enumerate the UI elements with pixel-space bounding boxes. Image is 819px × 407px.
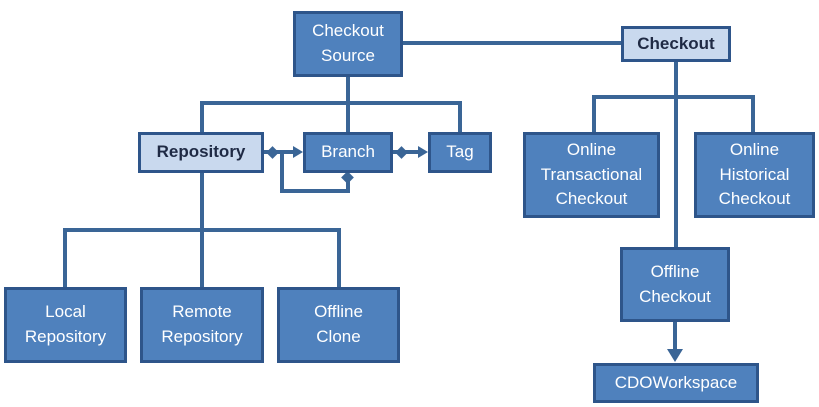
node-label: Local Repository <box>24 302 107 346</box>
node-label: Checkout <box>637 33 715 53</box>
connector-drop-local-repository <box>63 230 67 287</box>
connector-branch-selfloop-left <box>280 152 284 193</box>
node-checkout-source: Checkout Source <box>293 11 403 77</box>
node-branch: Branch <box>303 132 393 173</box>
node-offline-checkout: Offline Checkout <box>620 247 730 322</box>
connector-branch-selfloop-right <box>346 179 350 191</box>
aggregation-diamond-icon <box>266 146 279 159</box>
node-online-historical-checkout: Online Historical Checkout <box>694 132 815 218</box>
node-label: Offline Checkout <box>639 261 711 306</box>
connector-drop-online-historical <box>751 97 755 132</box>
aggregation-diamond-icon <box>341 171 354 184</box>
node-label: Online Historical Checkout <box>718 140 791 209</box>
node-label: Remote Repository <box>161 302 243 346</box>
connector-repository-down <box>200 172 204 230</box>
arrowhead-icon <box>418 146 428 158</box>
node-tag: Tag <box>428 132 492 173</box>
node-remote-repository: Remote Repository <box>140 287 264 363</box>
connector-checkoutsource-down <box>346 77 350 133</box>
node-label: Tag <box>446 142 474 162</box>
node-label: Offline Clone <box>314 302 363 346</box>
connector-drop-repository <box>200 103 204 133</box>
node-local-repository: Local Repository <box>4 287 127 363</box>
connector-tree-right-horizontal <box>592 95 755 99</box>
connector-drop-tag <box>458 103 462 133</box>
connector-checkoutsource-checkout <box>403 41 622 45</box>
connector-branch-selfloop-bottom <box>280 189 350 193</box>
node-label: Online Transactional Checkout <box>540 140 643 209</box>
node-online-transactional-checkout: Online Transactional Checkout <box>523 132 660 218</box>
node-checkout: Checkout <box>621 26 731 62</box>
node-repository: Repository <box>138 132 264 173</box>
node-offline-clone: Offline Clone <box>277 287 400 363</box>
connector-drop-offline-clone <box>337 230 341 287</box>
node-label: Repository <box>156 142 246 162</box>
arrowhead-icon <box>293 146 303 158</box>
connector-checkout-down <box>674 61 678 247</box>
connector-drop-remote-repository <box>200 230 204 287</box>
aggregation-diamond-icon <box>395 146 408 159</box>
node-label: Checkout Source <box>312 21 384 65</box>
connector-offlinecheckout-cdoworkspace <box>673 322 677 350</box>
connector-drop-online-transactional <box>592 97 596 132</box>
connector-tree-left-horizontal <box>200 101 462 105</box>
node-label: CDOWorkspace <box>614 372 738 392</box>
node-cdoworkspace: CDOWorkspace <box>593 363 759 403</box>
arrowhead-icon <box>667 349 683 362</box>
node-label: Branch <box>321 142 375 162</box>
